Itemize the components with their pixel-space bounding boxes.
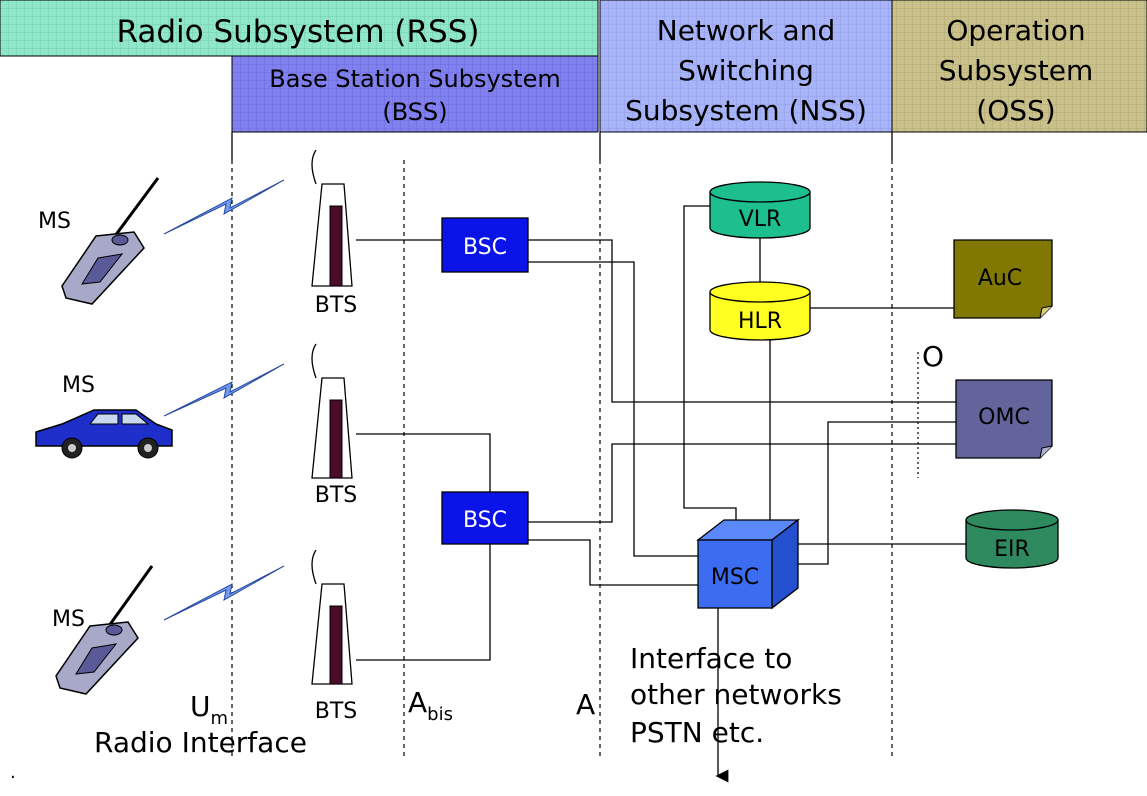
bts2-label: BTS	[315, 483, 358, 508]
omc-label: OMC	[978, 405, 1030, 430]
footer-mark: .	[10, 762, 16, 783]
um-label: Um	[190, 690, 228, 729]
eir-database-icon: EIR	[965, 509, 1059, 569]
auc-label: AuC	[978, 266, 1022, 291]
bsc2-label: BSC	[463, 508, 507, 533]
radio-interface-label: Radio Interface	[94, 726, 307, 759]
header-oss-line2: Subsystem	[939, 54, 1094, 87]
header-nss-line2: Switching	[678, 54, 814, 87]
link-bsc1-msc	[528, 261, 702, 557]
link-vlr-msc	[683, 205, 737, 540]
vlr-database-icon: VLR	[709, 181, 811, 239]
o-label: O	[922, 340, 944, 373]
bsc2-node: BSC	[441, 491, 529, 545]
vlr-label: VLR	[739, 207, 782, 232]
hlr-database-icon: HLR	[709, 281, 811, 341]
header-bss-line2: (BSS)	[382, 98, 447, 126]
note-line1: Interface to	[630, 642, 792, 675]
auc-node: AuC	[953, 239, 1053, 319]
bsc1-node: BSC	[441, 217, 529, 273]
link-bts3-bsc2	[356, 542, 491, 661]
abis-label: Abis	[408, 686, 453, 725]
header-bss-line1: Base Station Subsystem	[269, 65, 560, 93]
ms3-label: MS	[52, 607, 85, 632]
header-oss-line3: (OSS)	[976, 94, 1055, 127]
omc-node: OMC	[955, 379, 1053, 459]
header-nss-line1: Network and	[657, 14, 836, 47]
ms3-phone-icon	[55, 565, 154, 695]
bts1-label: BTS	[315, 293, 358, 318]
ms2-label: MS	[62, 373, 95, 398]
note-line2: other networks	[630, 678, 842, 711]
bsc1-label: BSC	[463, 235, 507, 260]
header-oss: Operation Subsystem (OSS)	[891, 0, 1147, 133]
header-bss: Base Station Subsystem (BSS)	[231, 55, 599, 133]
note-line3: PSTN etc.	[630, 716, 764, 749]
bts3-label: BTS	[315, 699, 358, 724]
header-oss-line1: Operation	[946, 14, 1085, 47]
radio-link-1	[163, 179, 285, 235]
eir-label: EIR	[994, 537, 1030, 562]
header-nss: Network and Switching Subsystem (NSS)	[599, 0, 893, 133]
bts1-tower-icon	[311, 149, 353, 287]
header-nss-line3: Subsystem (NSS)	[625, 94, 867, 127]
header-rss: Radio Subsystem (RSS)	[0, 0, 599, 57]
radio-link-3	[163, 565, 285, 621]
link-bsc2-msc	[528, 539, 702, 586]
ms1-phone-icon	[61, 177, 160, 305]
bts3-tower-icon	[311, 549, 353, 685]
radio-link-2	[163, 363, 285, 417]
msc-label: MSC	[711, 565, 759, 590]
connections	[356, 205, 966, 783]
link-bts2-bsc2	[356, 433, 491, 492]
ms2-car-icon	[35, 409, 173, 459]
link-bsc1-omc	[528, 239, 958, 403]
bts2-tower-icon	[311, 343, 353, 479]
radio-links	[163, 179, 285, 621]
link-msc-omc	[798, 421, 958, 565]
a-label: A	[576, 688, 595, 721]
msc-node: MSC	[696, 518, 800, 610]
header-rss-label: Radio Subsystem (RSS)	[117, 14, 480, 50]
hlr-label: HLR	[738, 309, 782, 334]
ms1-label: MS	[38, 209, 71, 234]
link-bsc2-omc	[528, 443, 958, 523]
